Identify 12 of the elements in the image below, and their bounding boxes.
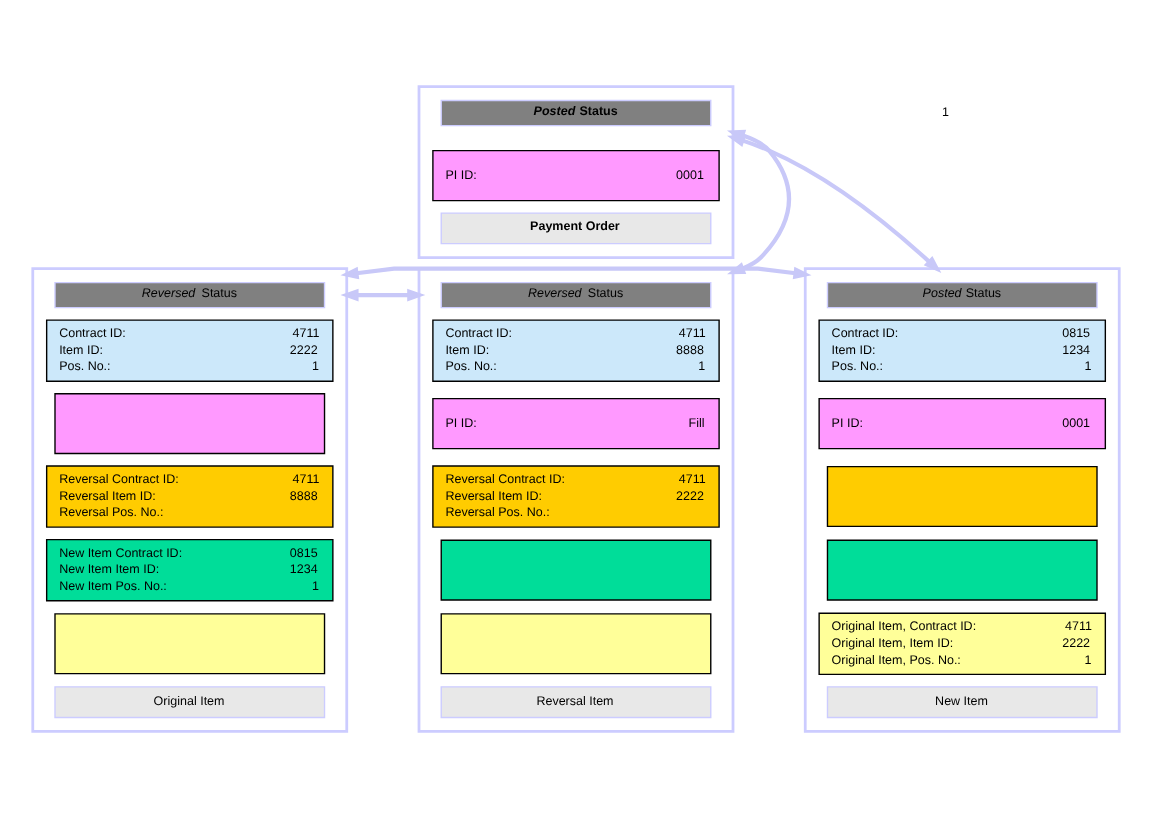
node-box — [826, 464, 1098, 527]
arrow — [340, 265, 812, 279]
node-box — [440, 612, 712, 674]
cluster — [31, 266, 349, 732]
node-box — [54, 392, 326, 454]
node-box — [54, 612, 326, 674]
cluster — [803, 266, 1121, 732]
arrow — [340, 287, 426, 301]
node-box — [440, 538, 712, 600]
cluster — [417, 84, 735, 258]
node-box — [826, 538, 1098, 600]
cluster — [417, 266, 735, 732]
